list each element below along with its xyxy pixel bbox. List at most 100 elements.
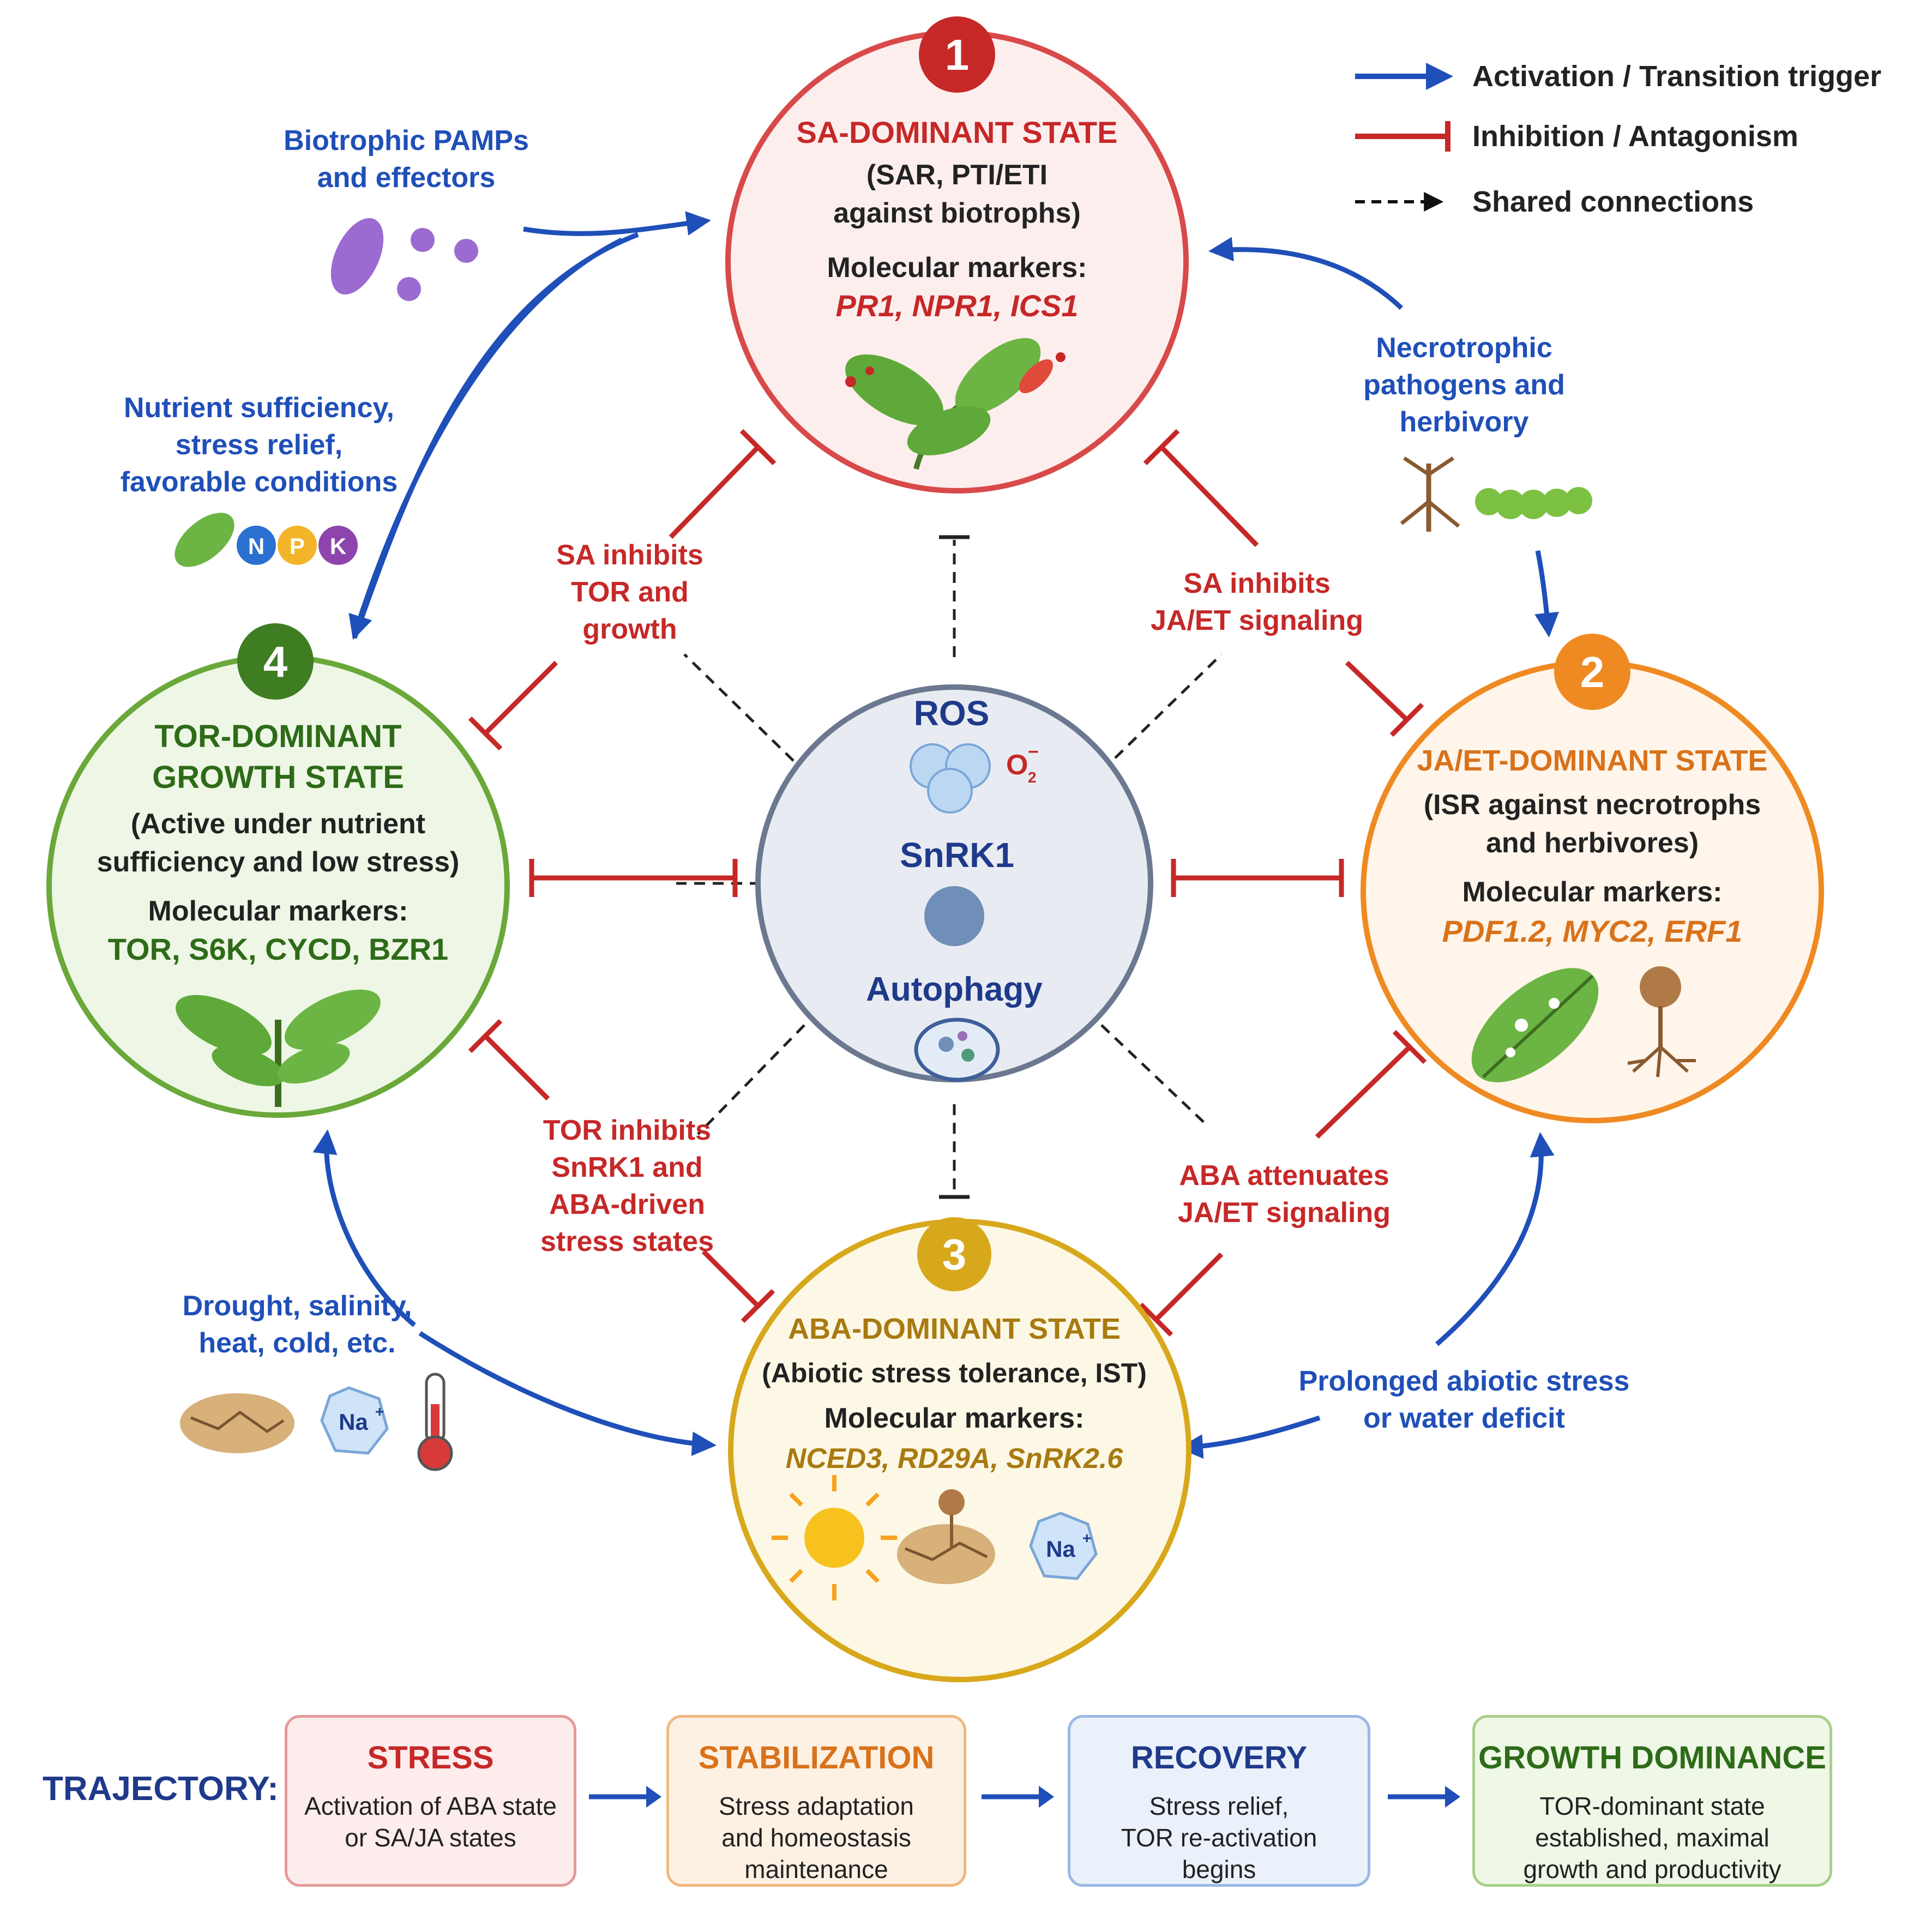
- label-sa-tor-3: growth: [582, 613, 677, 645]
- state-aba-markers-label: Molecular markers:: [824, 1403, 1085, 1434]
- legend-activation-label: Activation / Transition trigger: [1472, 60, 1881, 93]
- autophagosome-icon: [914, 1018, 1000, 1082]
- caterpillar-icon: [1475, 487, 1592, 519]
- nitrogen-icon: [237, 526, 276, 565]
- trigger-biotrophic: Biotrophic PAMPs and effectors: [284, 125, 529, 301]
- label-sa-tor-2: TOR and: [571, 576, 689, 608]
- label-tor-aba-3: ABA-driven: [549, 1189, 705, 1220]
- drought-na-sup: +: [375, 1403, 384, 1420]
- center-superoxide: O: [1006, 749, 1028, 781]
- inhibit-sa-to-ja-lower: [1345, 660, 1409, 722]
- state-ja-desc-2: and herbivores): [1486, 827, 1699, 859]
- state-tor-markers: TOR, S6K, CYCD, BZR1: [108, 932, 448, 966]
- center-ros: ROS: [914, 694, 990, 733]
- activate-drought-to-tor: [312, 1129, 416, 1327]
- inhibit-sa-to-ja-upper-bar: [1143, 429, 1180, 466]
- dry-soil-icon: [897, 1489, 995, 1584]
- legend-shared-label: Shared connections: [1472, 185, 1754, 218]
- activate-prolonged-to-aba: [1178, 1415, 1321, 1459]
- state-tor-number: 4: [263, 637, 288, 686]
- seedling-icon: [176, 989, 381, 1107]
- trigger-necrotrophic-line-2: pathogens and: [1363, 369, 1565, 401]
- label-tor-aba-1: TOR inhibits: [543, 1115, 711, 1146]
- potassium-label: K: [330, 533, 346, 559]
- trajectory-arrow-2: [982, 1786, 1054, 1808]
- center-snrk1: SnRK1: [900, 835, 1014, 875]
- shared-line-nw: [683, 653, 795, 762]
- trigger-prolonged-line-1: Prolonged abiotic stress: [1299, 1365, 1630, 1397]
- trigger-nutrient-line-2: stress relief,: [176, 429, 342, 461]
- potassium-icon: [318, 526, 358, 565]
- inhibitions: [468, 429, 1427, 1337]
- salt-crystal-icon: Na +: [1029, 1512, 1098, 1580]
- trigger-prolonged-line-2: or water deficit: [1363, 1403, 1565, 1434]
- trigger-nutrient: Nutrient sufficiency, stress relief, fav…: [121, 392, 398, 567]
- activate-necrotrophic-to-sa: [1208, 237, 1404, 310]
- trajectory-arrow-3: [1388, 1786, 1460, 1808]
- label-sa-tor-1: SA inhibits: [556, 539, 703, 571]
- shared-line-ne: [1114, 653, 1223, 759]
- state-sa-title: SA-DOMINANT STATE: [797, 115, 1118, 149]
- infected-leaf-icon: [845, 338, 1066, 470]
- activate-nutrient-to-tor: [348, 237, 623, 640]
- legend: Activation / Transition trigger Inhibiti…: [1355, 60, 1881, 218]
- inhibition-labels: SA inhibits TOR and growth SA inhibits J…: [540, 539, 1391, 1257]
- state-aba-title: ABA-DOMINANT STATE: [788, 1313, 1121, 1345]
- state-tor-desc-1: (Active under nutrient: [131, 808, 425, 840]
- state-sa-markers: PR1, NPR1, ICS1: [835, 288, 1078, 323]
- activate-biotrophic-to-sa: [523, 211, 711, 236]
- state-ja-desc-1: (ISR against necrotrophs: [1424, 789, 1761, 821]
- trajectory-step-title: STRESS: [367, 1740, 494, 1775]
- center-superoxide-sub: 2: [1028, 769, 1037, 786]
- center-autophagy: Autophagy: [866, 971, 1043, 1008]
- inhibit-sa-to-tor-upper-bar: [739, 429, 777, 466]
- label-sa-ja-1: SA inhibits: [1183, 568, 1331, 599]
- trigger-drought: Drought, salinity, heat, cold, etc. Na +: [180, 1290, 453, 1471]
- central-hub: ROS O 2 − SnRK1 Autophagy: [755, 684, 1153, 1082]
- trigger-necrotrophic-line-3: herbivory: [1400, 406, 1529, 438]
- trajectory-step-recovery: RECOVERY Stress relief, TOR re-activatio…: [1068, 1715, 1370, 1887]
- state-ja-badge: [1554, 634, 1630, 710]
- aba-na-sup: +: [1082, 1530, 1091, 1546]
- state-sa-desc-2: against biotrophs): [833, 197, 1081, 229]
- label-aba-ja-2: JA/ET signaling: [1178, 1197, 1391, 1229]
- trajectory-step-growth-dominance: GROWTH DOMINANCE TOR-dominant state esta…: [1472, 1715, 1832, 1887]
- drought-na-label: Na: [339, 1409, 368, 1435]
- state-tor-title-1: TOR-DOMINANT: [154, 719, 401, 754]
- inhibit-sa-to-tor-lower: [483, 660, 558, 736]
- label-tor-aba-2: SnRK1 and: [551, 1152, 702, 1183]
- trigger-biotrophic-line-1: Biotrophic PAMPs: [284, 125, 529, 157]
- state-ja: 2 JA/ET-DOMINANT STATE (ISR against necr…: [1361, 634, 1824, 1123]
- state-ja-title: JA/ET-DOMINANT STATE: [1417, 744, 1768, 777]
- sun-icon: [772, 1475, 897, 1600]
- state-aba-markers: NCED3, RD29A, SnRK2.6: [786, 1443, 1123, 1474]
- inhibit-sa-to-tor-upper: [669, 445, 760, 539]
- state-tor: 4 TOR-DOMINANT GROWTH STATE (Active unde…: [46, 623, 510, 1118]
- bacterium-icon: [330, 218, 384, 295]
- label-sa-ja-2: JA/ET signaling: [1151, 605, 1363, 636]
- state-tor-markers-label: Molecular markers:: [148, 895, 408, 927]
- inhibit-sa-to-ja-upper: [1159, 445, 1259, 547]
- trajectory-step-desc: Stress adaptation and homeostasis mainte…: [718, 1792, 914, 1883]
- leaf-icon: [174, 513, 234, 567]
- state-sa-number: 1: [945, 31, 970, 79]
- thermometer-icon: [417, 1373, 453, 1471]
- state-tor-title-2: GROWTH STATE: [152, 760, 404, 795]
- shared-connections: [676, 535, 1223, 1199]
- inhibit-tor-to-aba-lower: [701, 1249, 760, 1308]
- trajectory-step-title: STABILIZATION: [698, 1740, 935, 1775]
- inhibit-tor-to-aba-upper: [483, 1034, 550, 1101]
- inhibit-aba-to-ja-lower-bar: [1139, 1302, 1173, 1337]
- trajectory-step-stress: STRESS Activation of ABA state or SA/JA …: [285, 1715, 576, 1887]
- label-aba-ja-1: ABA attenuates: [1179, 1160, 1389, 1191]
- trigger-prolonged: Prolonged abiotic stress or water defici…: [1299, 1365, 1630, 1434]
- fungus-icon: [1627, 966, 1696, 1078]
- shared-line-se: [1100, 1024, 1209, 1127]
- trigger-nutrient-line-1: Nutrient sufficiency,: [124, 392, 394, 424]
- trajectory-label: TRAJECTORY:: [43, 1770, 279, 1808]
- label-tor-aba-4: stress states: [540, 1226, 714, 1257]
- trigger-nutrient-line-3: favorable conditions: [121, 466, 398, 498]
- inhibit-tor-to-aba-upper-bar: [468, 1019, 503, 1054]
- cracked-soil-icon: [180, 1393, 294, 1453]
- shared-line-sw: [697, 1024, 805, 1135]
